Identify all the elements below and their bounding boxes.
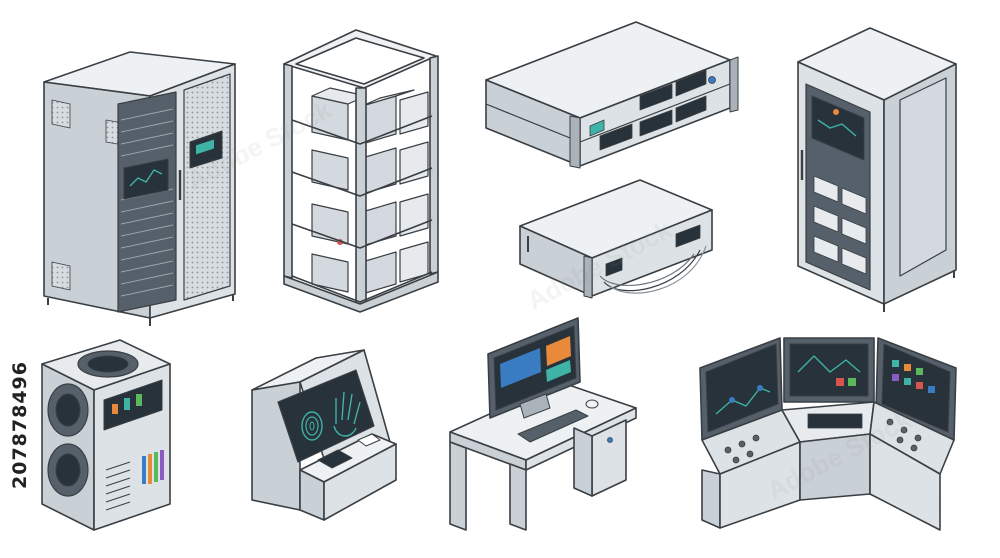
network-switch-stack — [485, 21, 739, 169]
open-frame-rack — [283, 29, 439, 313]
biometric-kiosk — [251, 349, 397, 521]
single-door-rack — [797, 27, 957, 312]
stock-id-text: 207878496 — [9, 361, 32, 489]
stock-id-label: 207878496 — [2, 300, 38, 550]
server-cabinet-double-door — [43, 51, 236, 326]
computer-workstation — [449, 317, 637, 531]
cooling-unit — [41, 339, 171, 531]
patch-panel-unit — [519, 179, 713, 299]
control-console — [699, 337, 957, 531]
